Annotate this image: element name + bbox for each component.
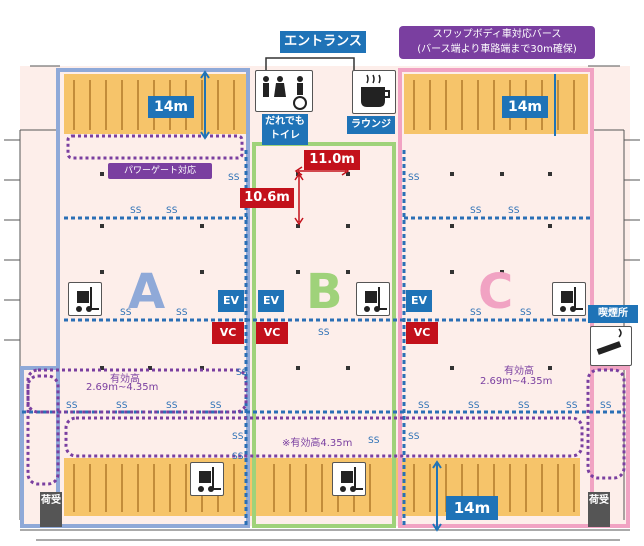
ss-label: SS	[520, 308, 532, 318]
smoking-icon	[590, 326, 632, 366]
ss-label: SS	[120, 308, 132, 318]
vc-c: VC	[406, 322, 438, 344]
coffee-icon	[352, 70, 396, 114]
ss-label: SS	[130, 206, 142, 216]
toilet-icon	[255, 70, 313, 112]
zone-c-lower-outline	[590, 366, 630, 528]
ss-label: SS	[470, 308, 482, 318]
ss-label: SS	[116, 401, 128, 411]
ev-b: EV	[258, 290, 284, 312]
ss-label: SS	[518, 401, 530, 411]
ss-label: SS	[508, 206, 520, 216]
forklift-icon	[552, 282, 586, 316]
depth-bottom-right-arrow	[432, 460, 442, 532]
ss-label: SS	[66, 401, 78, 411]
span-x-arrow	[294, 166, 350, 176]
span-x-label: 11.0m	[304, 150, 360, 170]
clear-height-right-1: 有効高	[504, 366, 534, 377]
ss-label: SS	[232, 432, 244, 442]
forklift-icon	[332, 462, 366, 496]
span-y-label: 10.6m	[240, 188, 294, 208]
ss-label: SS	[468, 401, 480, 411]
entrance-arrow	[265, 57, 355, 70]
clear-height-center: ※有効高4.35m	[282, 438, 353, 449]
ev-c: EV	[406, 290, 432, 312]
clear-height-right-2: 2.69m~4.35m	[480, 376, 553, 387]
forklift-icon	[356, 282, 390, 316]
clear-height-left-2: 2.69m~4.35m	[86, 382, 159, 393]
depth-top-left-arrow	[200, 70, 210, 140]
clear-height-left-1: 有効高	[110, 374, 140, 385]
ss-label: SS	[368, 436, 380, 446]
swap-body-title: スワップボディ車対応バース	[432, 29, 562, 40]
ss-label: SS	[176, 308, 188, 318]
depth-top-right: 14m	[502, 96, 548, 118]
zone-a-letter: A	[128, 264, 166, 320]
ss-label: SS	[166, 401, 178, 411]
zone-a-outline	[56, 68, 250, 528]
ss-label: SS	[232, 452, 244, 462]
ss-label: SS	[418, 401, 430, 411]
power-gate-label: パワーゲート対応	[108, 163, 212, 179]
ss-label: SS	[470, 206, 482, 216]
ss-label: SS	[408, 173, 420, 183]
smoking-label: 喫煙所	[588, 305, 638, 323]
entrance-label: エントランス	[280, 31, 366, 53]
vc-a: VC	[212, 322, 244, 344]
ss-label: SS	[236, 368, 248, 378]
zone-b-outline	[252, 142, 396, 528]
depth-top-right-arrow	[554, 74, 556, 136]
depth-bottom-right: 14m	[446, 496, 498, 520]
zone-c-letter: C	[478, 264, 514, 320]
span-y-arrow	[294, 172, 304, 226]
swap-body-note: スワップボディ車対応バース (バース端より車路端まで30m確保)	[399, 26, 595, 59]
ss-label: SS	[600, 401, 612, 411]
vc-b: VC	[256, 322, 288, 344]
universal-toilet-label: だれでも トイレ	[262, 114, 308, 145]
universal-toilet-line2: トイレ	[270, 130, 300, 141]
loading-gate-right: 荷受	[588, 492, 610, 527]
ss-label: SS	[210, 401, 222, 411]
lounge-label: ラウンジ	[347, 116, 395, 134]
ss-label: SS	[566, 401, 578, 411]
loading-gate-left: 荷受	[40, 492, 62, 527]
ss-label: SS	[318, 328, 330, 338]
zone-b-letter: B	[306, 264, 343, 320]
ev-a: EV	[218, 290, 244, 312]
ss-label: SS	[166, 206, 178, 216]
zone-c-outline	[398, 68, 594, 528]
swap-body-sub: (バース端より車路端まで30m確保)	[417, 44, 577, 55]
universal-toilet-line1: だれでも	[265, 116, 305, 127]
ss-label: SS	[408, 432, 420, 442]
forklift-icon	[68, 282, 102, 316]
forklift-icon	[190, 462, 224, 496]
ss-label: SS	[228, 173, 240, 183]
depth-top-left: 14m	[148, 96, 194, 118]
